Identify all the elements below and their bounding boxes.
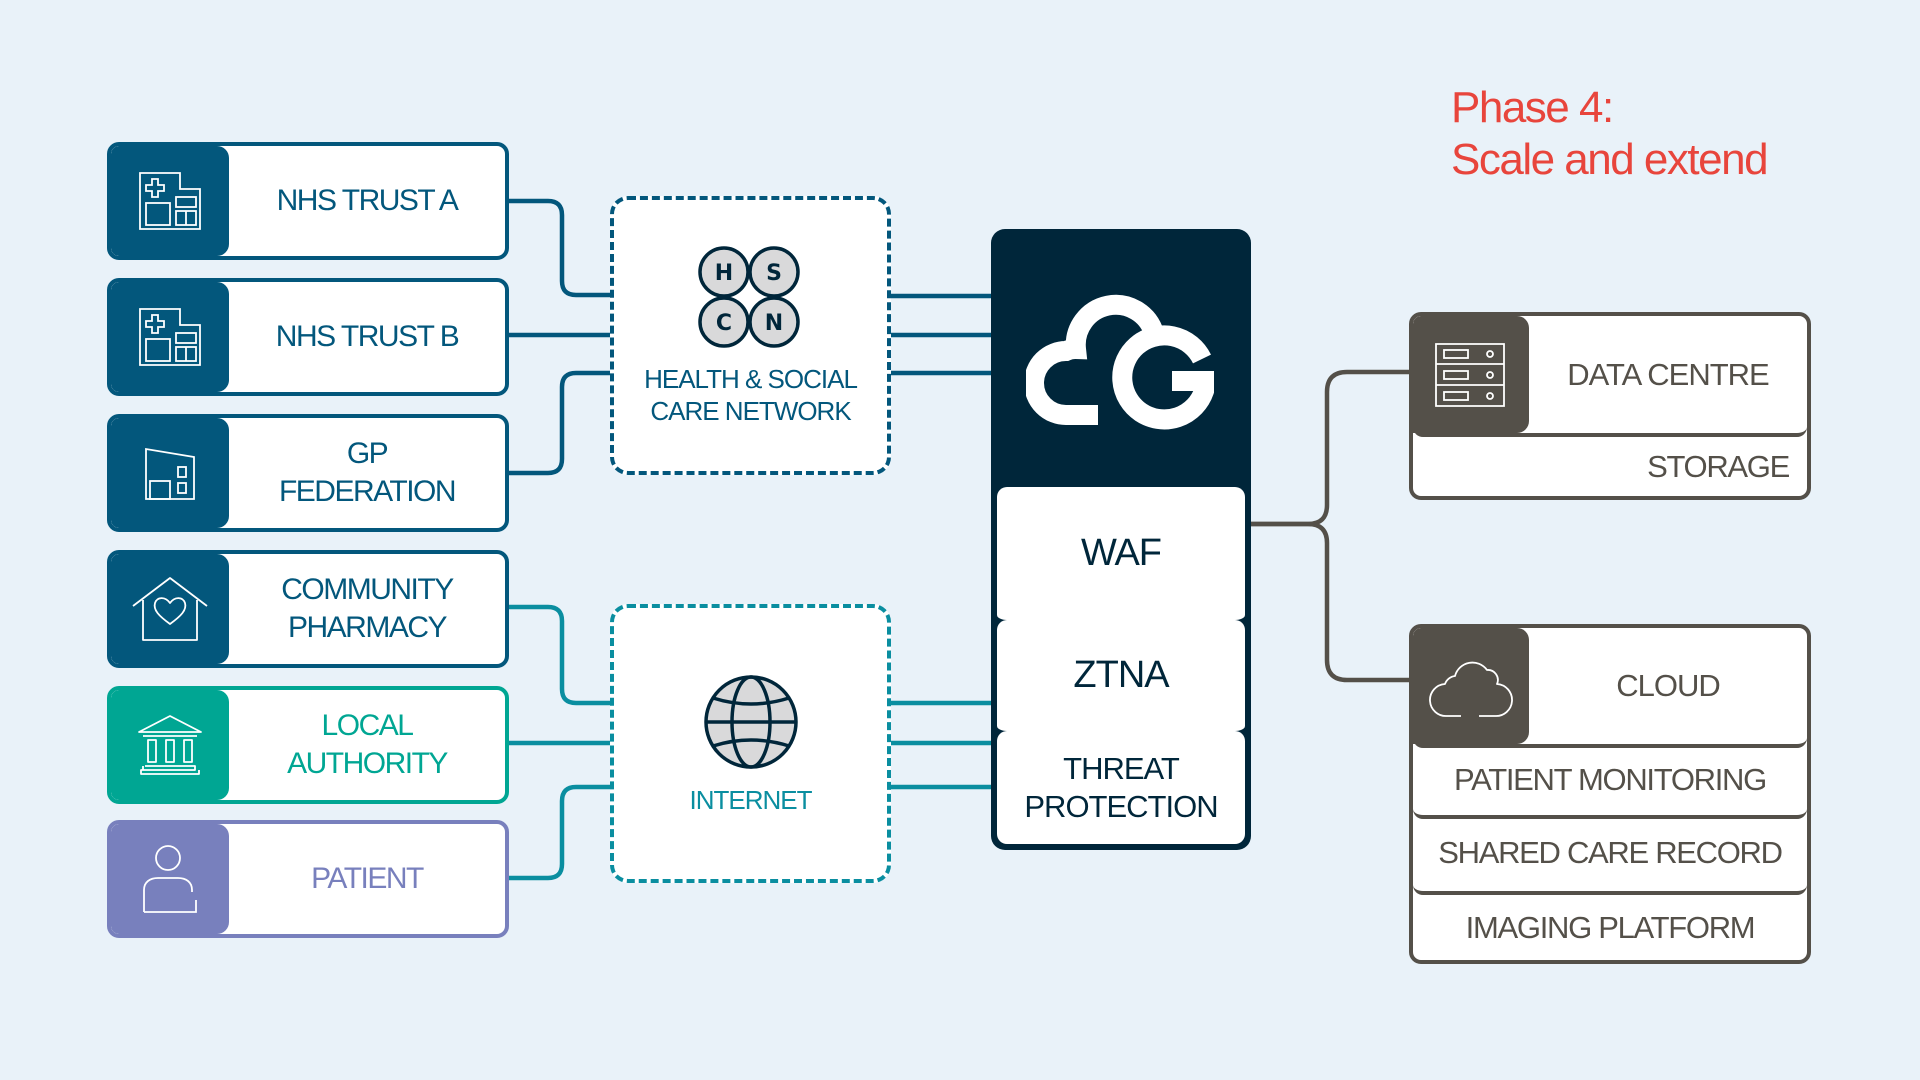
connector-nhs-trust-a [509,198,612,298]
gateway-layer-waf[interactable]: WAF [997,487,1245,625]
source-card-local-authority[interactable]: LOCAL AUTHORITY [107,686,509,804]
connector-gp-federation [509,370,612,476]
destination-item-patient-monitoring[interactable]: PATIENT MONITORING [1413,744,1807,819]
source-card-nhs-trust-b[interactable]: NHS TRUST B [107,278,509,396]
gateway-layer-label-line1: THREAT [1063,750,1180,786]
gateway-layer-label: ZTNA [1073,654,1169,696]
phase-title-line2: Scale and extend [1451,135,1769,184]
source-label-line2: AUTHORITY [287,747,448,780]
destination-header: CLOUD [1413,628,1807,748]
network-internet[interactable]: INTERNET [610,604,891,883]
house-heart-icon [111,554,229,664]
hscn-letter-n: N [764,311,782,336]
hscn-letter-s: S [766,261,782,286]
network-label-line1: HEALTH & SOCIAL [644,363,858,394]
server-rack-icon [1413,316,1529,433]
source-label: LOCAL AUTHORITY [229,690,505,800]
gateway-layer-label-line2: PROTECTION [1024,788,1218,824]
gateway-stack[interactable]: WAF ZTNA THREAT PROTECTION [991,229,1251,850]
source-label: NHS TRUST B [275,320,460,353]
gateway-layer-ztna[interactable]: ZTNA [997,620,1245,736]
source-card-patient[interactable]: PATIENT [107,820,509,938]
government-building-icon [111,690,229,800]
destination-data-centre[interactable]: DATA CENTRE STORAGE [1409,312,1811,500]
hscn-letter-c: C [715,311,731,336]
destination-item-shared-care-record[interactable]: SHARED CARE RECORD [1413,815,1807,895]
destination-item-imaging-platform[interactable]: IMAGING PLATFORM [1465,909,1756,945]
hospital-icon [111,146,229,256]
destination-cloud[interactable]: CLOUD PATIENT MONITORING SHARED CARE REC… [1409,624,1811,964]
globe-icon [703,674,798,769]
destination-header: DATA CENTRE [1413,316,1807,437]
network-hscn[interactable]: H S C N HEALTH & SOCIAL CARE NETWORK [610,196,891,475]
hscn-letter-h: H [714,261,732,286]
connector-patient [509,784,612,881]
connector-community-pharmacy [509,604,612,706]
source-label: NHS TRUST A [276,184,459,217]
source-label: COMMUNITY PHARMACY [229,554,505,664]
cg-cloud-logo-icon [991,229,1251,487]
hospital-icon [111,282,229,392]
source-card-community-pharmacy[interactable]: COMMUNITY PHARMACY [107,550,509,668]
destination-label: CLOUD [1616,668,1721,703]
connector-gateway-data-centre [1251,369,1412,527]
source-label: GP FEDERATION [229,418,505,528]
connector-gateway-cloud [1251,521,1412,683]
source-label-line1: LOCAL [321,709,414,742]
network-label: INTERNET [689,784,813,815]
source-card-gp-federation[interactable]: GP FEDERATION [107,414,509,532]
source-label-line1: COMMUNITY [281,573,454,606]
source-label-line2: PHARMACY [287,611,448,644]
network-label: HEALTH & SOCIAL CARE NETWORK [644,363,858,427]
source-label-line1: GP [346,437,389,470]
clinic-building-icon [111,418,229,528]
destination-label: DATA CENTRE [1567,356,1769,392]
person-icon [111,824,229,934]
source-card-nhs-trust-a[interactable]: NHS TRUST A [107,142,509,260]
phase-title-line1: Phase 4: [1451,83,1614,132]
source-label: PATIENT [311,862,424,895]
source-label-line2: FEDERATION [278,475,457,508]
network-label-line2: CARE NETWORK [650,395,851,426]
gateway-layer-threat-protection[interactable]: THREAT PROTECTION [997,731,1245,844]
destination-item-storage[interactable]: STORAGE [1647,448,1790,484]
cloud-icon [1413,628,1529,744]
phase-title: Phase 4: Scale and extend [1451,82,1769,186]
gateway-layer-label: WAF [1080,532,1162,574]
hscn-logo-icon: H S C N [697,245,800,348]
